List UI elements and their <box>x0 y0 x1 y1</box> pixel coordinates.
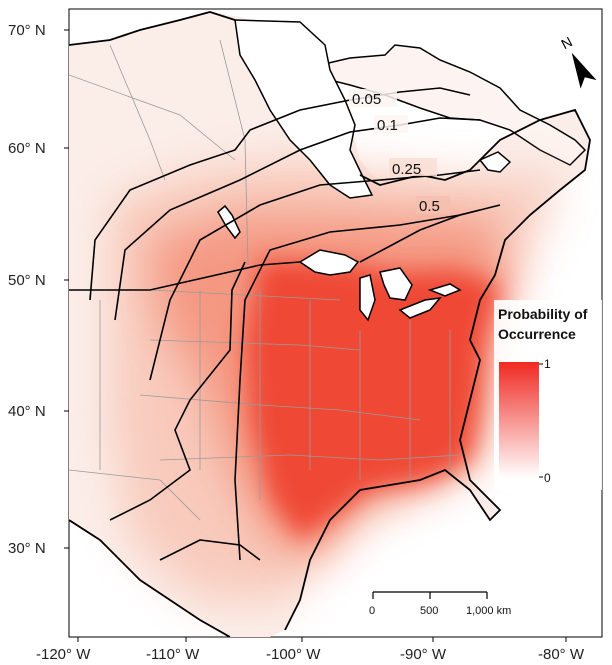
contour-label-005: 0.05 <box>352 91 381 108</box>
lake-winnipeg <box>217 204 241 240</box>
lon-label-80: -80° W <box>538 646 585 663</box>
lon-label-100: -100° W <box>266 646 321 663</box>
lake-superior <box>298 249 360 276</box>
contour-labels: 0.05 0.1 0.25 0.5 <box>349 89 450 215</box>
contour-outer-west <box>109 261 246 521</box>
lake-huron <box>379 267 413 301</box>
scale-tick-500: 500 <box>420 605 438 617</box>
lat-label-50: 50° N <box>8 272 46 289</box>
lat-label-30: 30° N <box>8 540 46 557</box>
scale-tick-0: 0 <box>369 605 375 617</box>
lon-label-120: -120° W <box>36 646 91 663</box>
lat-label-60: 60° N <box>8 140 46 157</box>
lon-label-90: -90° W <box>400 646 447 663</box>
coastlines <box>69 11 591 637</box>
political-borders <box>69 39 461 521</box>
contour-label-01: 0.1 <box>377 117 398 134</box>
latitude-labels: 70° N 60° N 50° N 40° N 30° N <box>8 22 69 557</box>
contour-label-025: 0.25 <box>392 161 421 178</box>
scale-bar: 0 500 1,000 km <box>360 578 520 624</box>
lake-erie <box>398 297 442 319</box>
lat-label-70: 70° N <box>8 22 46 39</box>
contour-label-05: 0.5 <box>419 198 440 215</box>
lake-ontario <box>427 283 462 297</box>
lake-michigan <box>359 274 376 322</box>
us-canada-border <box>69 209 481 291</box>
legend-title-line2: Occurrence <box>498 326 576 342</box>
northern-islands <box>318 44 587 166</box>
contour-01 <box>114 117 481 321</box>
legend-min-label: 0 <box>544 471 551 485</box>
gulf-st-lawrence <box>478 151 512 173</box>
legend-title-line1: Probability of <box>498 306 588 322</box>
lat-label-40: 40° N <box>8 403 46 420</box>
legend-max-label: 1 <box>544 357 551 371</box>
longitude-labels: -120° W -110° W -100° W -90° W -80° W <box>36 637 585 663</box>
north-arrow-icon <box>571 52 597 89</box>
legend: Probability of Occurrence 1 0 <box>494 300 602 490</box>
contour-005 <box>89 87 471 301</box>
contour-south <box>159 539 261 561</box>
scale-tick-1000: 1,000 km <box>466 605 511 617</box>
contour-05 <box>234 204 501 561</box>
lon-label-110: -110° W <box>146 646 200 663</box>
legend-color-ramp <box>499 362 539 478</box>
